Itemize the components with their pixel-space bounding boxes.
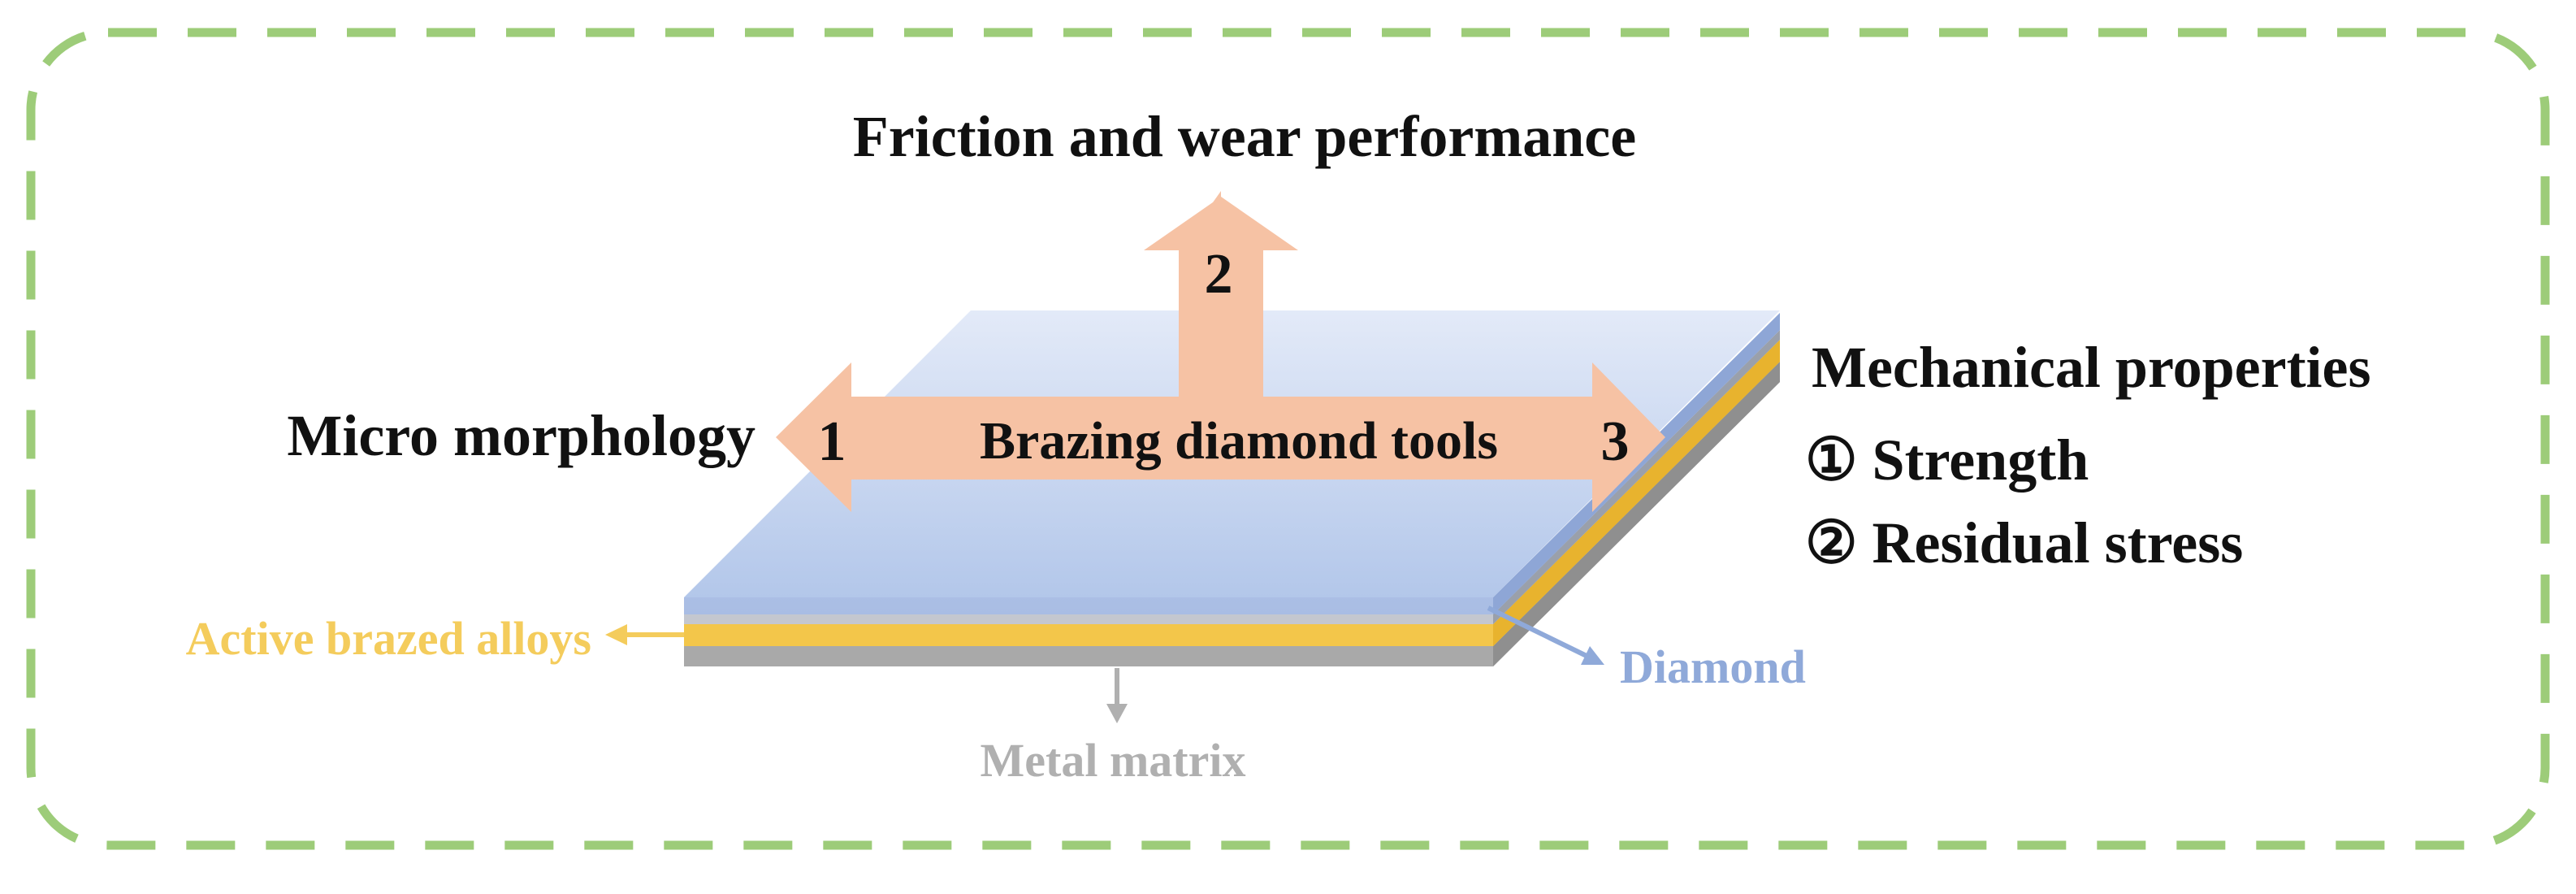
right-item-residual-stress: ② Residual stress: [1805, 510, 2243, 575]
diamond-label: Diamond: [1620, 640, 1806, 693]
dashed-frame: [26, 28, 2550, 850]
right-title-label: Mechanical properties: [1812, 335, 2371, 400]
arrow-number-2: 2: [1205, 243, 1233, 306]
arrow-number-1: 1: [818, 410, 846, 473]
arrow-number-3: 3: [1601, 410, 1630, 473]
left-label: Micro morphology: [287, 403, 755, 468]
metal-matrix-label: Metal matrix: [981, 734, 1246, 787]
active-alloy-callout: [605, 624, 684, 645]
active-alloy-label: Active brazed alloys: [186, 612, 591, 665]
diamond-callout: [1487, 605, 1604, 665]
metal-matrix-callout: [1106, 668, 1128, 723]
right-item-strength: ① Strength: [1805, 427, 2089, 493]
cross-arrow-shape: [776, 197, 1665, 512]
center-label: Brazing diamond tools: [980, 411, 1498, 471]
top-label: Friction and wear performance: [853, 104, 1636, 169]
